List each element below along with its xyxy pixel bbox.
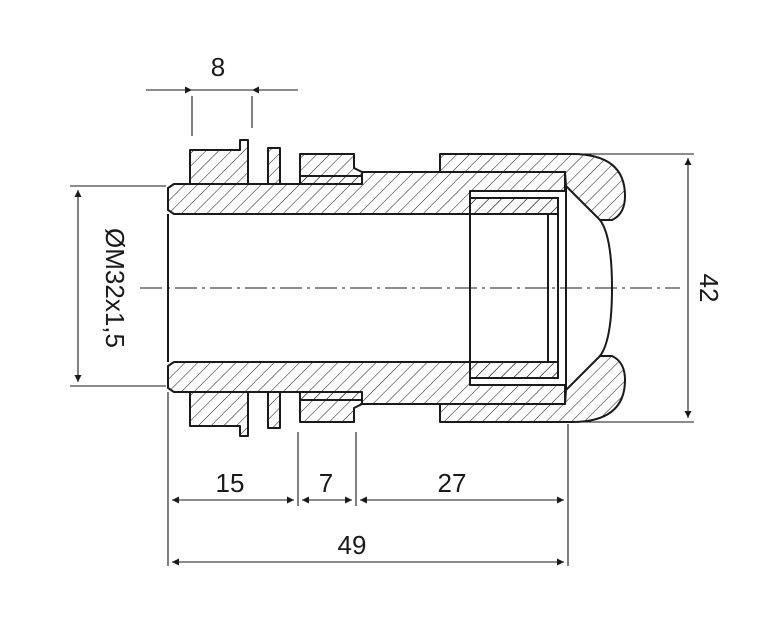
insert-upper bbox=[469, 197, 559, 215]
dim-overall-diameter: 42 bbox=[582, 153, 724, 423]
dim-label-49: 49 bbox=[338, 530, 367, 560]
cap-nut-upper bbox=[439, 153, 626, 221]
dim-thread-length: 15 bbox=[172, 468, 294, 504]
insert-lower bbox=[469, 361, 559, 379]
dim-top-width: 8 bbox=[146, 52, 298, 136]
dim-total-length: 49 bbox=[172, 530, 564, 566]
cap-nut-lower bbox=[439, 355, 626, 423]
body-collar-lower bbox=[299, 391, 363, 423]
dim-label-15: 15 bbox=[216, 468, 245, 498]
washer-lower bbox=[267, 391, 281, 429]
dim-label-8: 8 bbox=[211, 52, 225, 82]
dim-label-7: 7 bbox=[319, 468, 333, 498]
dim-extension-lines bbox=[167, 392, 569, 566]
washer-upper bbox=[267, 147, 281, 185]
body-collar-upper bbox=[299, 153, 363, 185]
section-upper bbox=[167, 139, 626, 221]
section-lower bbox=[167, 355, 626, 437]
locknut-upper bbox=[189, 139, 249, 185]
inner-outlines bbox=[167, 186, 613, 390]
dim-thread-diameter: ØM32x1,5 bbox=[70, 185, 166, 387]
dim-body-length: 27 bbox=[360, 468, 564, 504]
dim-label-27: 27 bbox=[438, 468, 467, 498]
dim-label-thread: ØM32x1,5 bbox=[100, 228, 130, 348]
dim-collar-length: 7 bbox=[302, 468, 352, 504]
locknut-lower bbox=[189, 391, 249, 437]
dim-label-42: 42 bbox=[694, 274, 724, 303]
